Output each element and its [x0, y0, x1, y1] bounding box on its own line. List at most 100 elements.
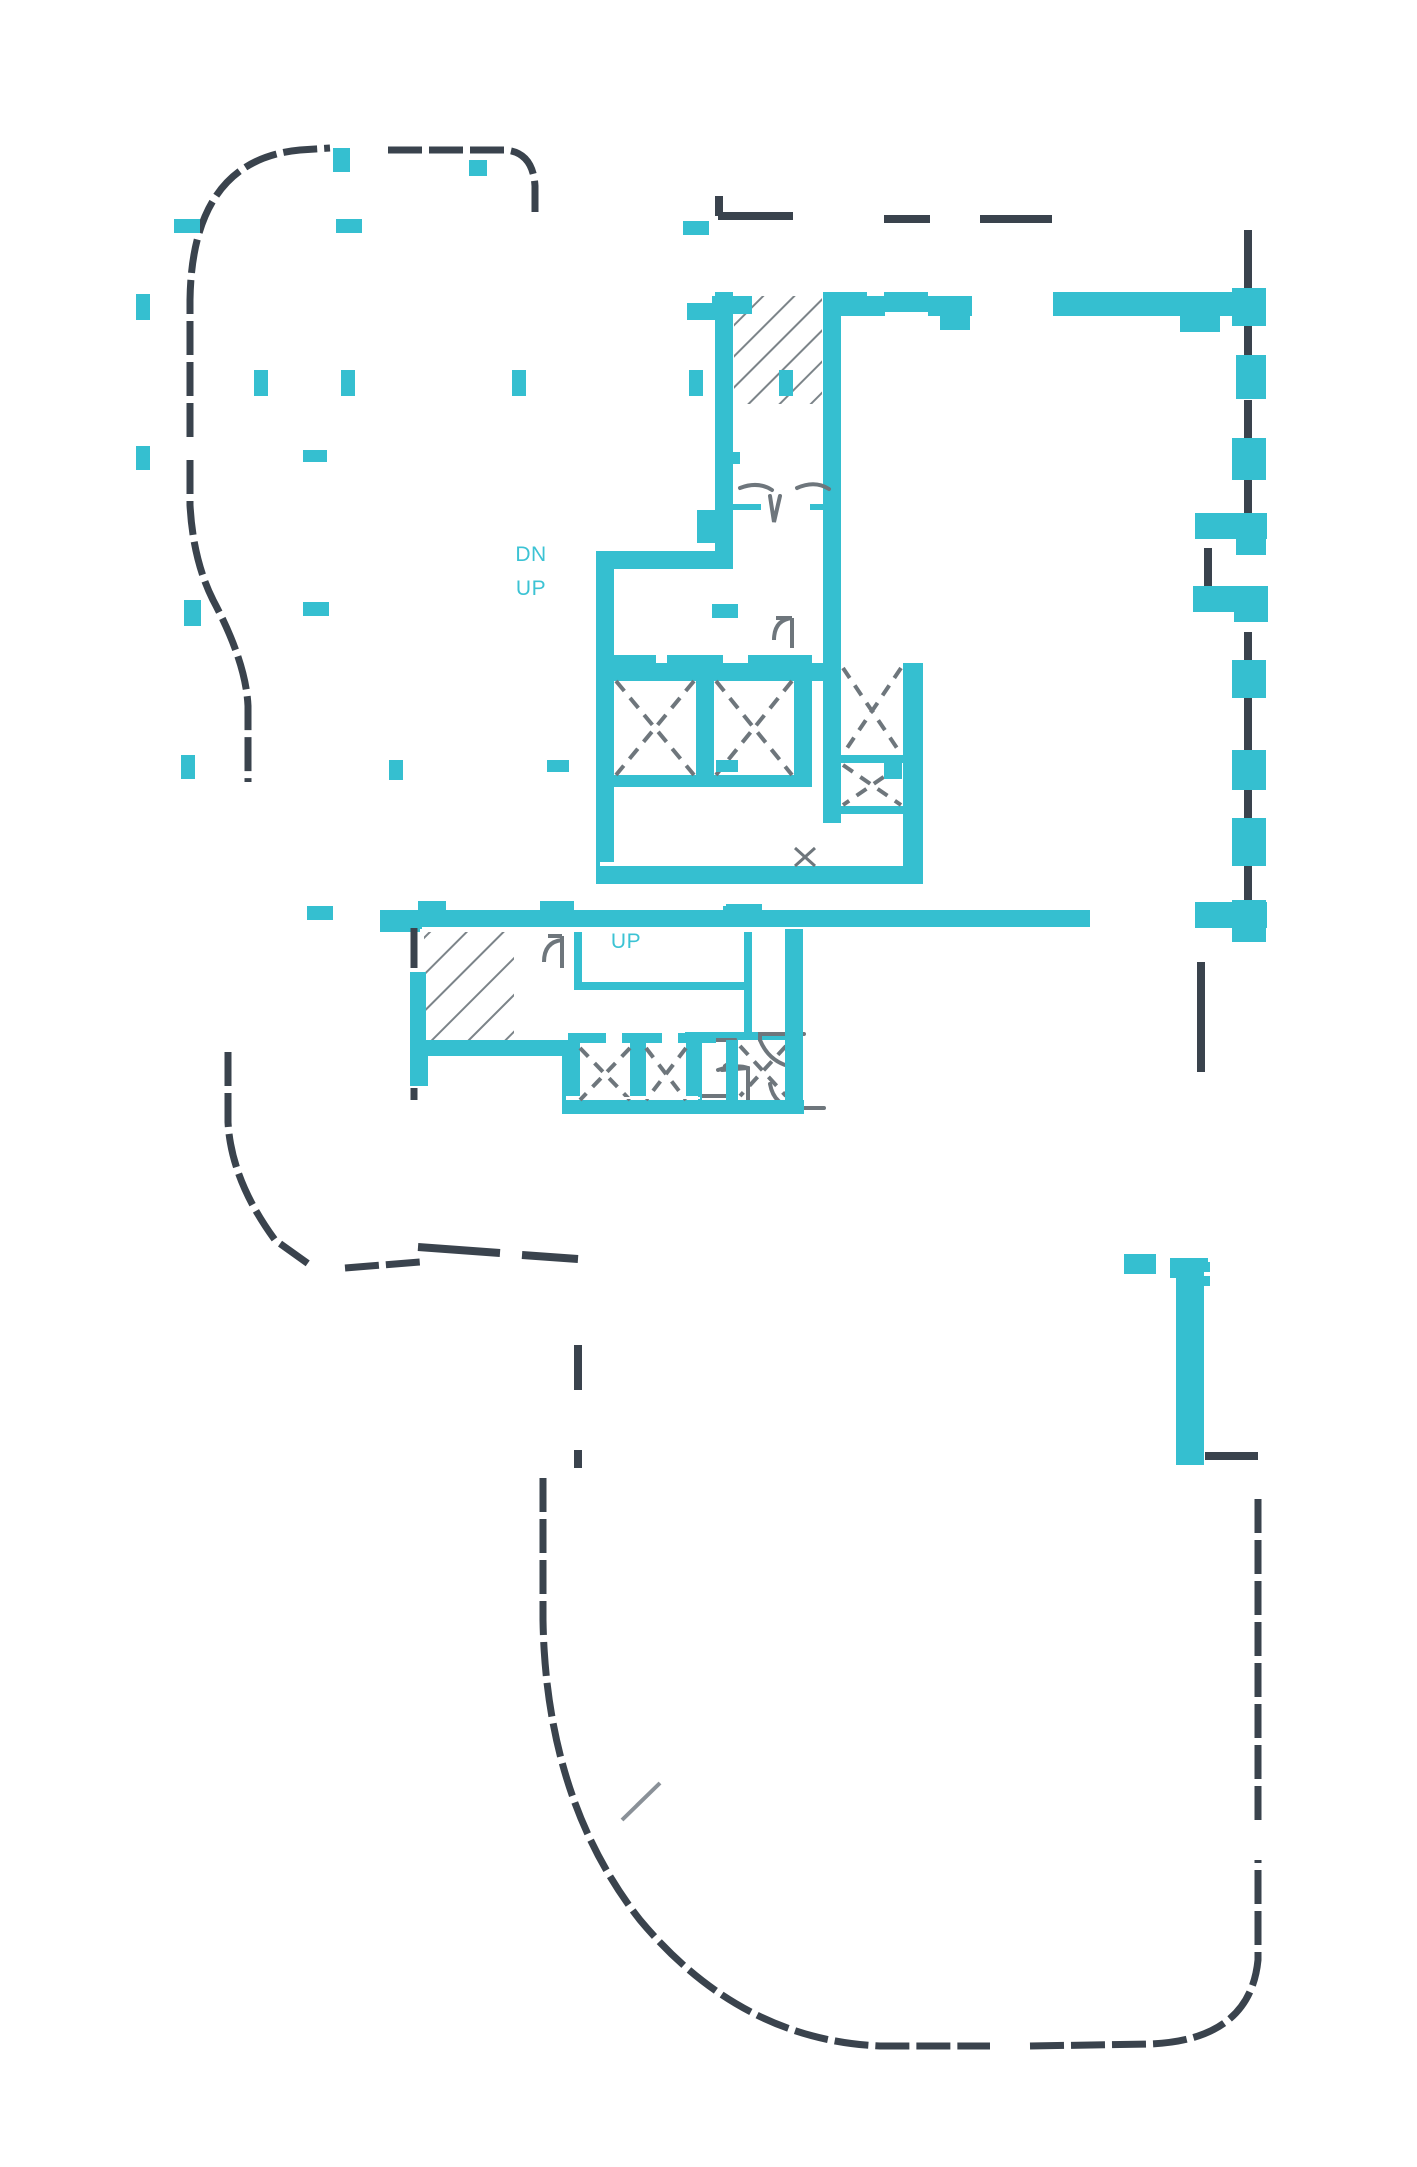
- lower-core-room-wall-bottom: [574, 982, 752, 990]
- lower-elev-header-1: [568, 1033, 606, 1043]
- upper-stair-wall-right-outer: [903, 663, 923, 884]
- core-wall-upper-left-step-h: [596, 551, 733, 569]
- grid-col-c5: [689, 370, 703, 396]
- lower-core-door-swing-a: [542, 934, 564, 968]
- grid-col-a1: [333, 148, 350, 172]
- lower-core-shaft-wall-left-a: [410, 972, 426, 1032]
- upper-elev-header-1: [602, 655, 656, 666]
- upper-sec-elev-wall-left: [823, 663, 841, 823]
- upper-core-stair: [596, 663, 923, 884]
- grid-col-e2: [303, 602, 329, 616]
- upper-elev-wall-mid: [696, 663, 714, 785]
- misc-details: [1124, 1254, 1210, 1288]
- right-col-1: [1232, 288, 1266, 326]
- detail-nib-f: [1124, 1254, 1156, 1274]
- lower-elev-header-2: [622, 1033, 662, 1043]
- right-edge-columns: [1176, 288, 1268, 1465]
- grid-col-d3: [716, 452, 740, 464]
- grid-col-c2: [254, 370, 268, 396]
- detail-nib-e: [1200, 1276, 1210, 1286]
- upper-core-fixtures: [738, 482, 831, 523]
- door-jamb-upper-a: [733, 504, 761, 510]
- upper-core-elevator-bank: [596, 655, 841, 787]
- lower-core-header-inner: [420, 929, 1090, 933]
- lease-line-left-lower: [224, 1052, 313, 1268]
- lower-core-room-wall-left: [574, 932, 582, 984]
- lease-line-tick: [620, 1781, 662, 1822]
- upper-elev-cab-2-x2: [714, 679, 794, 777]
- upper-core: DN UP: [515, 292, 928, 884]
- perimeter-block-t7: [712, 296, 752, 314]
- lower-core-elevator-bank: [562, 1033, 716, 1114]
- lower-elev-wall-left: [562, 1040, 580, 1114]
- right-col-13: [1176, 1265, 1204, 1465]
- lease-line-bottom-right: [1029, 1860, 1262, 2050]
- grid-col-d1: [136, 446, 150, 470]
- upper-elev-wall-right: [794, 663, 812, 785]
- perimeter-block-t4: [940, 314, 970, 330]
- grid-col-a2: [469, 160, 487, 176]
- lease-line-left-upper: [186, 460, 252, 782]
- lower-elev-header-3: [678, 1033, 716, 1043]
- lower-elev-cab-2-x2: [644, 1046, 688, 1102]
- lower-elev-wall-mid1: [630, 1040, 646, 1114]
- lower-core-shaft-hatch: [424, 932, 514, 1048]
- lower-elev-wall-mid2: [686, 1040, 702, 1114]
- upper-elev-cab-1-x2: [614, 679, 696, 777]
- upper-stair-wall-bottom-inner: [600, 862, 917, 866]
- grid-col-f5: [884, 755, 902, 779]
- core-wall-upper-left-vert: [715, 292, 733, 564]
- lower-core-wall-left-step: [410, 1040, 428, 1086]
- lease-line-top-mid: [388, 146, 539, 212]
- lower-core-restroom-wall-h: [685, 1032, 793, 1040]
- grid-col-b1: [174, 219, 200, 233]
- upper-elev-cab-1-x1: [614, 679, 696, 777]
- right-col-3: [1232, 438, 1266, 480]
- grid-col-e3: [712, 604, 738, 618]
- upper-elev-box-outer: [596, 663, 841, 681]
- right-col-10: [1195, 902, 1267, 928]
- grid-col-d2: [303, 450, 327, 462]
- column-core-upper-a: [687, 303, 715, 320]
- lower-elev-3-x2: [738, 1044, 788, 1098]
- perimeter-block-t5: [1053, 292, 1248, 316]
- upper-sec-elev-1-x2: [841, 666, 903, 756]
- grid-col-b3: [683, 221, 709, 235]
- lower-core-room-wall-right: [744, 932, 752, 990]
- window-wall-mid-left-a: [417, 1243, 501, 1257]
- lower-core-wall-right: [785, 910, 803, 1114]
- lower-core-header-nib-b: [540, 901, 574, 913]
- upper-core-dn-label: DN: [515, 543, 546, 566]
- column-core-upper-b: [697, 510, 715, 543]
- upper-elev-cab-2-x1: [714, 679, 794, 777]
- grid-col-c3: [341, 370, 355, 396]
- upper-stair-x-mark-2: [793, 846, 817, 868]
- lower-elev-3-x1: [738, 1044, 788, 1098]
- wall-core-lines: [422, 927, 1090, 1099]
- detail-nib-d: [1200, 1262, 1210, 1272]
- upper-stair-wall-left: [596, 785, 614, 884]
- lease-line-mid-horiz: [344, 1258, 421, 1272]
- grid-col-c4: [512, 370, 526, 396]
- top-right-perimeter: [712, 292, 1248, 332]
- lower-core-up-label: UP: [611, 930, 641, 953]
- lease-line-group: [186, 144, 1262, 2050]
- perimeter-block-t6: [1180, 316, 1220, 332]
- core-wall-upper-left-step-v: [596, 551, 614, 663]
- detail-nib-b: [1170, 1258, 1188, 1278]
- upper-sec-elev-bottom: [841, 806, 903, 814]
- grid-col-b2: [336, 219, 362, 233]
- lower-core: UP: [380, 901, 1090, 1114]
- grid-col-f2: [389, 760, 403, 780]
- upper-elev-header-3: [748, 655, 812, 666]
- column-grid: [136, 148, 902, 920]
- grid-col-g1: [307, 906, 333, 920]
- door-jamb-upper-b: [810, 504, 841, 510]
- perimeter-block-t3: [928, 296, 972, 316]
- lower-core-header-nib-a: [418, 901, 446, 913]
- lower-elev-3-bottom: [704, 1100, 804, 1114]
- upper-sec-elev-2-x1: [841, 763, 903, 807]
- detail-nib-c: [1176, 1276, 1186, 1288]
- lease-line-top-left: [186, 144, 331, 437]
